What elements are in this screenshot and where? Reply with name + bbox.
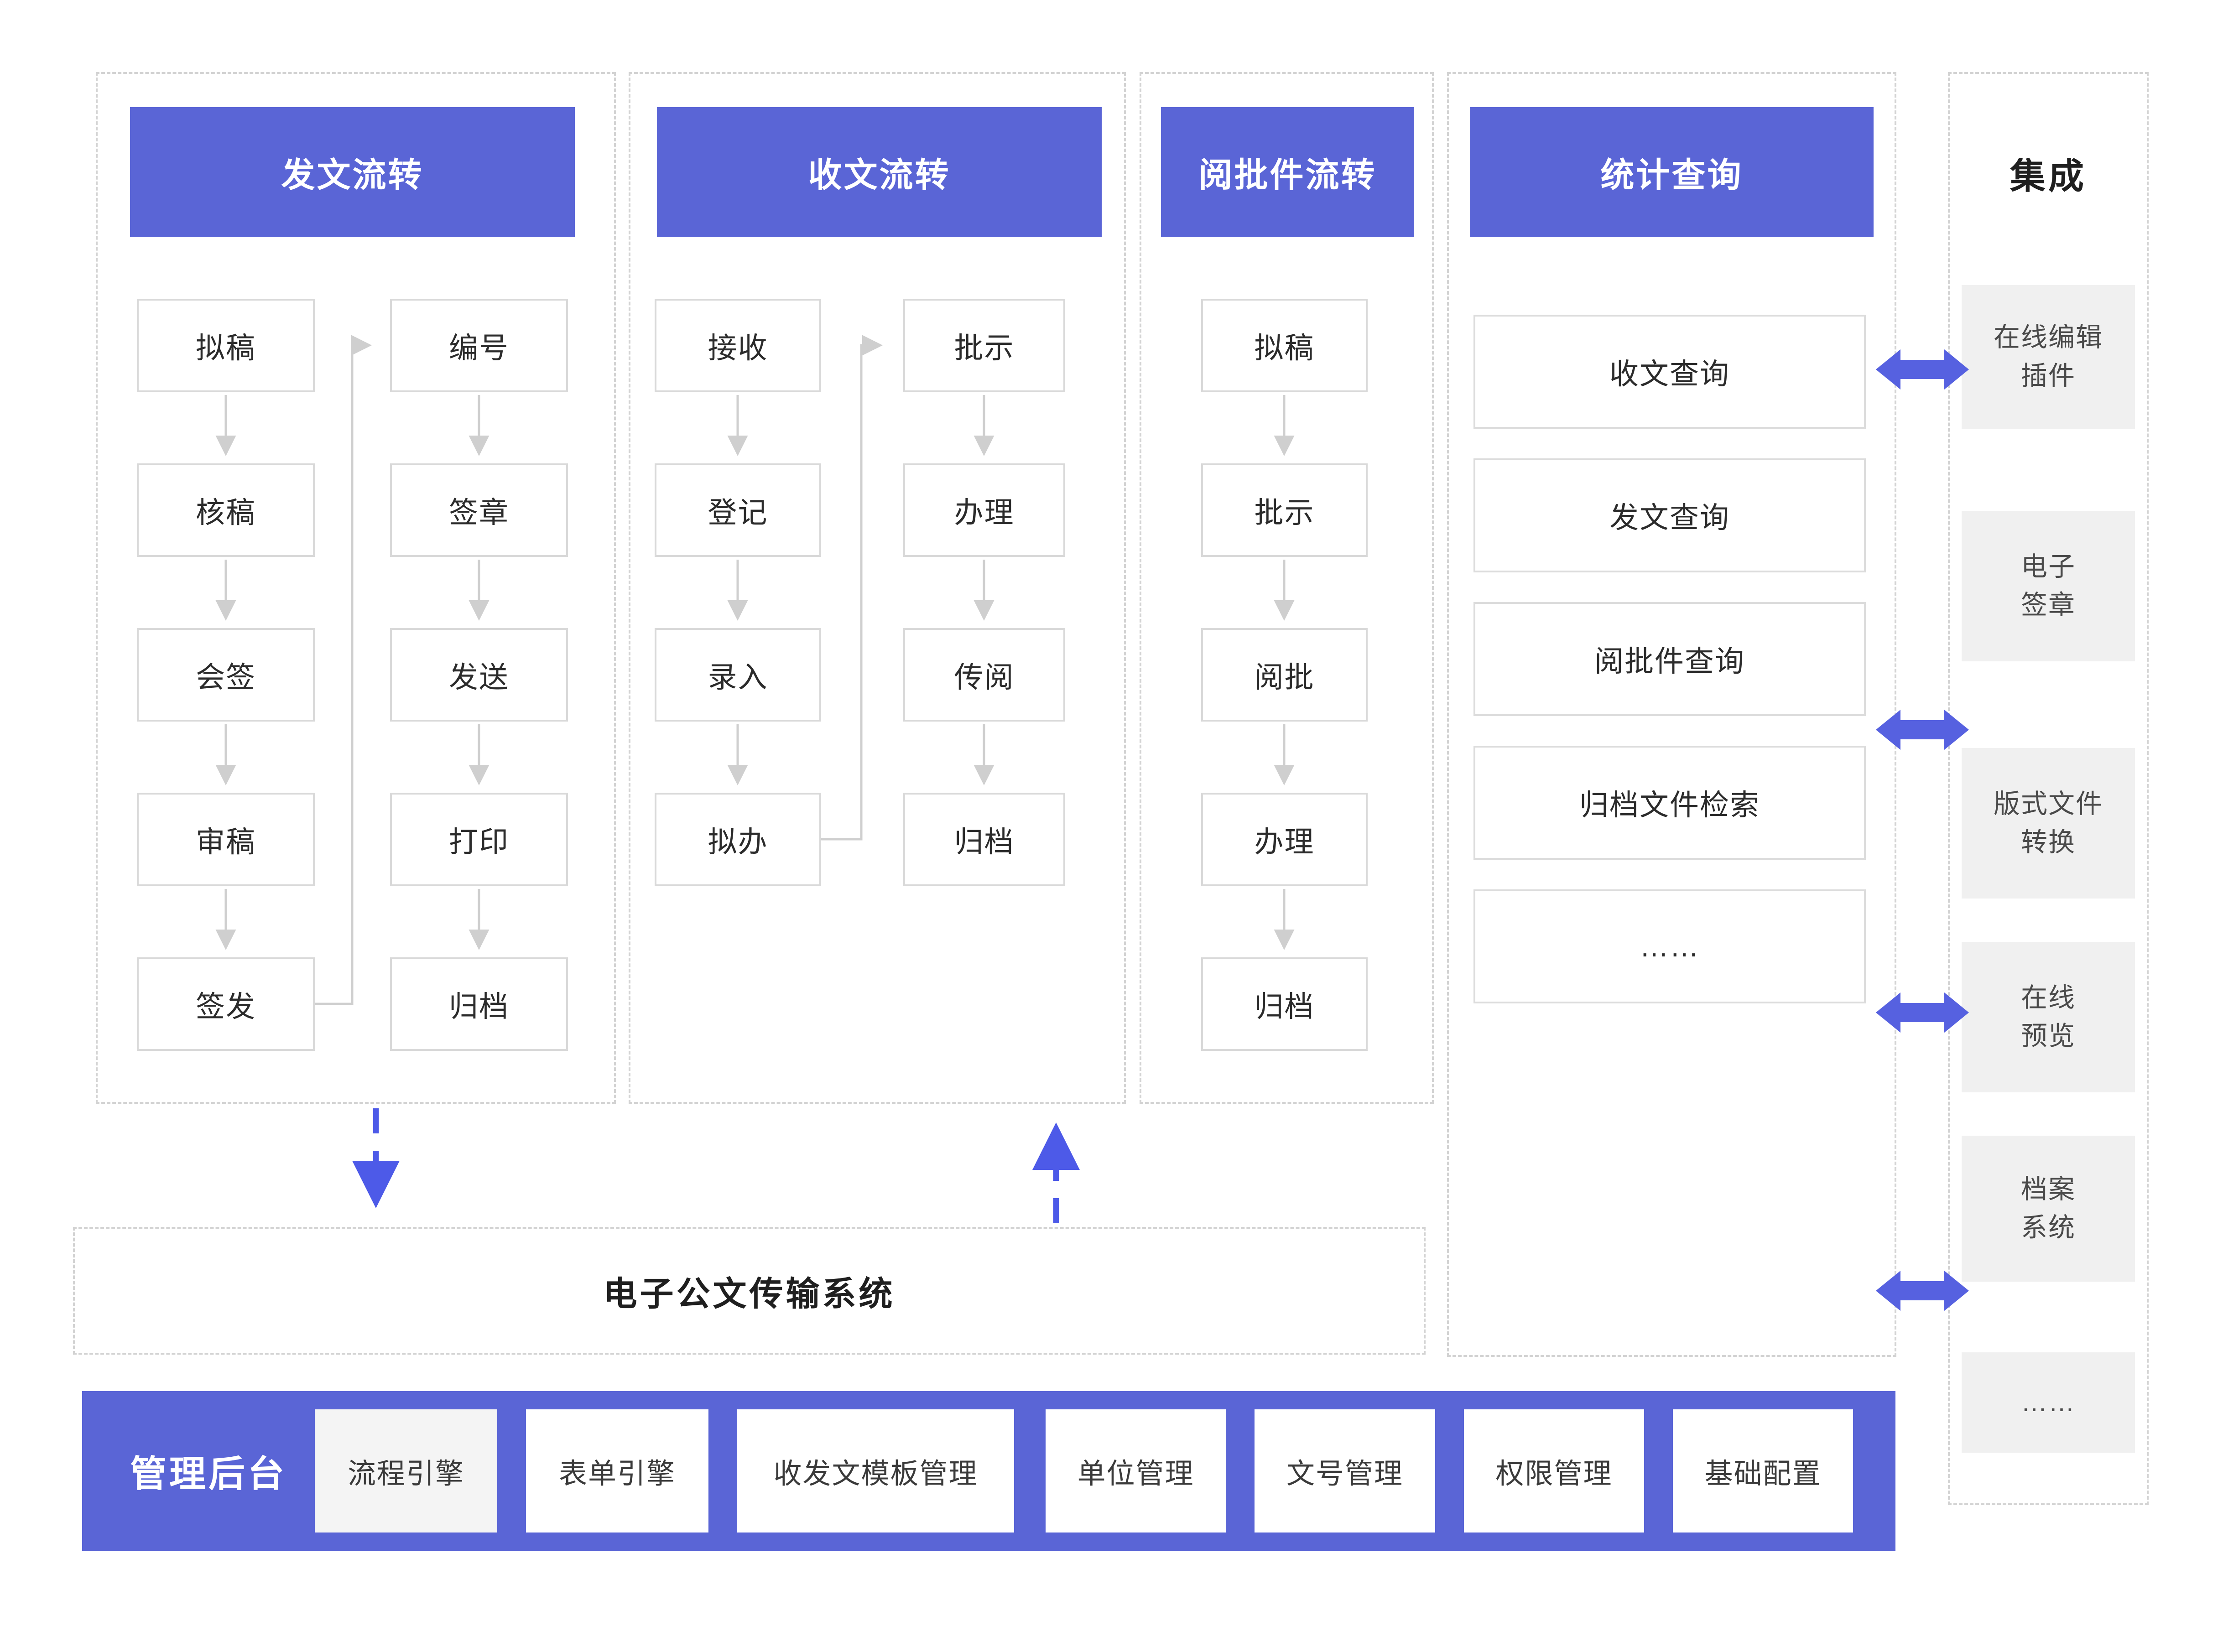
integration-online-edit-plugin: 在线编辑 插件 [1962, 285, 2135, 429]
review-flow-panel [1140, 72, 1434, 1104]
e-document-transfer-system: 电子公文传输系统 [73, 1227, 1426, 1355]
flow-step-receive: 接收 [655, 299, 821, 392]
flow-step-issue: 签发 [137, 957, 315, 1051]
review-step-archive: 归档 [1201, 957, 1368, 1051]
flow-step-print: 打印 [390, 793, 568, 886]
integration-ellipsis: …… [1962, 1352, 2135, 1453]
query-outgoing: 发文查询 [1473, 458, 1866, 572]
review-step-review: 阅批 [1201, 628, 1368, 722]
flow-step-seal: 签章 [390, 463, 568, 557]
admin-workflow-engine: 流程引擎 [315, 1409, 497, 1533]
flow-step-countersign: 会签 [137, 628, 315, 722]
admin-docnum-mgmt: 文号管理 [1255, 1409, 1435, 1533]
admin-template-mgmt: 收发文模板管理 [737, 1409, 1014, 1533]
review-step-draft: 拟稿 [1201, 299, 1368, 392]
integration-archive-system: 档案 系统 [1962, 1136, 2135, 1282]
header-statistics: 统计查询 [1470, 107, 1874, 237]
flow-step-archive-out: 归档 [390, 957, 568, 1051]
flow-step-input: 录入 [655, 628, 821, 722]
header-review-flow: 阅批件流转 [1161, 107, 1414, 237]
integration-title: 集成 [2010, 156, 2087, 196]
incoming-flow-panel [629, 72, 1126, 1104]
admin-org-mgmt: 单位管理 [1046, 1409, 1226, 1533]
flow-step-register: 登记 [655, 463, 821, 557]
flow-step-archive-in: 归档 [903, 793, 1065, 886]
flow-step-review-draft: 审稿 [137, 793, 315, 886]
admin-permission-mgmt: 权限管理 [1464, 1409, 1644, 1533]
query-ellipsis: …… [1473, 889, 1866, 1003]
admin-backend-title: 管理后台 [130, 1454, 287, 1494]
admin-basic-config: 基础配置 [1673, 1409, 1853, 1533]
flow-step-number: 编号 [390, 299, 568, 392]
query-review: 阅批件查询 [1473, 602, 1866, 716]
flow-step-draft: 拟稿 [137, 299, 315, 392]
flow-step-handle-in: 办理 [903, 463, 1065, 557]
integration-e-signature: 电子 签章 [1962, 511, 2135, 661]
review-step-instruct: 批示 [1201, 463, 1368, 557]
flow-step-circulate: 传阅 [903, 628, 1065, 722]
review-step-handle: 办理 [1201, 793, 1368, 886]
flow-step-send: 发送 [390, 628, 568, 722]
query-incoming: 收文查询 [1473, 315, 1866, 429]
integration-online-preview: 在线 预览 [1962, 942, 2135, 1092]
header-incoming-flow: 收文流转 [657, 107, 1102, 237]
flow-step-instruct: 批示 [903, 299, 1065, 392]
flow-step-propose: 拟办 [655, 793, 821, 886]
flow-step-verify-draft: 核稿 [137, 463, 315, 557]
integration-layout-file-convert: 版式文件 转换 [1962, 748, 2135, 899]
transfer-dashed-arrows [352, 1108, 1080, 1223]
query-archive-search: 归档文件检索 [1473, 746, 1866, 860]
header-outgoing-flow: 发文流转 [130, 107, 575, 237]
admin-form-engine: 表单引擎 [526, 1409, 708, 1533]
